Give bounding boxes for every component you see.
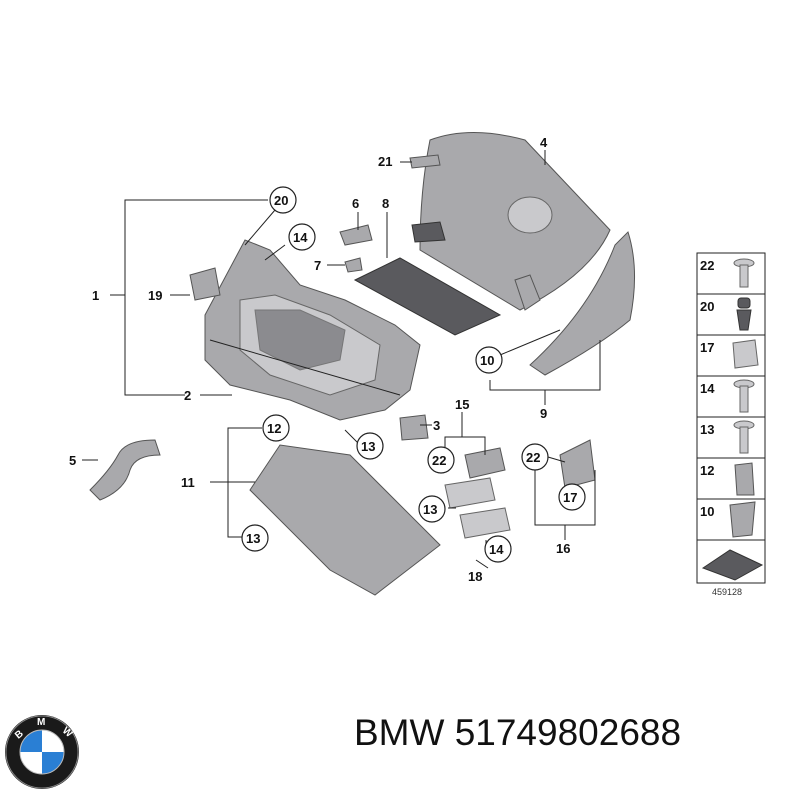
label-22-a: 22 [432,453,446,468]
clip-12-icon [734,462,755,496]
legend-17: 17 [700,340,714,355]
rivet-20-icon [736,297,752,331]
label-2: 2 [184,388,191,403]
glovebox-lid [411,132,611,311]
label-13-a: 13 [361,439,375,454]
label-16: 16 [556,541,570,556]
clip-7 [344,257,363,273]
label-15: 15 [455,397,469,412]
air-duct-hose [89,439,161,501]
hinge-16 [559,439,596,489]
label-9: 9 [540,406,547,421]
clip-nut-17-icon [732,339,759,369]
legend-22: 22 [700,258,714,273]
label-5: 5 [69,453,76,468]
bracket-3 [399,414,429,441]
screw-14-icon [733,379,755,413]
bracket-6 [339,224,373,246]
screw-13-icon [733,420,755,454]
legend-10: 10 [700,504,714,519]
legend-12: 12 [700,463,714,478]
legend-14: 14 [700,381,715,396]
storage-mat [353,257,502,336]
reference-number: 459128 [712,587,742,597]
trim-strip [529,231,635,376]
label-19: 19 [148,288,162,303]
fastener-legend: 22 20 17 14 13 12 10 [696,252,766,597]
label-12: 12 [267,421,281,436]
label-14-a: 14 [293,230,308,245]
bracket-15 [464,447,506,479]
label-18: 18 [468,569,482,584]
svg-text:M: M [37,717,45,728]
pad-icon [701,549,764,581]
glovebox-housing [189,239,421,421]
label-22-b: 22 [526,450,540,465]
label-20: 20 [274,193,288,208]
label-4: 4 [540,135,548,150]
bracket-18 [459,507,511,539]
label-13-b: 13 [246,531,260,546]
label-3: 3 [433,418,440,433]
label-11: 11 [181,475,195,490]
label-6: 6 [352,196,359,211]
screw-22-icon [733,258,755,288]
label-10: 10 [480,353,494,368]
cover-panel [249,444,441,596]
bmw-roundel-icon: B M W [5,715,79,789]
bracket-13-housing [444,477,496,509]
label-17: 17 [563,490,577,505]
label-14-b: 14 [489,542,504,557]
label-1: 1 [92,288,99,303]
label-7: 7 [314,258,321,273]
part-labels: 1 2 3 4 5 6 7 8 9 10 11 12 13 13 13 14 1… [69,135,577,584]
legend-13: 13 [700,422,714,437]
leader-lines [82,150,601,569]
label-8: 8 [382,196,389,211]
part-number-caption: BMW 51749802688 [354,712,682,753]
hinge-21 [409,154,441,169]
label-21: 21 [378,154,392,169]
clip-10-icon [729,501,756,538]
label-13-c: 13 [423,502,437,517]
callout-circles [241,186,586,563]
legend-20: 20 [700,299,714,314]
